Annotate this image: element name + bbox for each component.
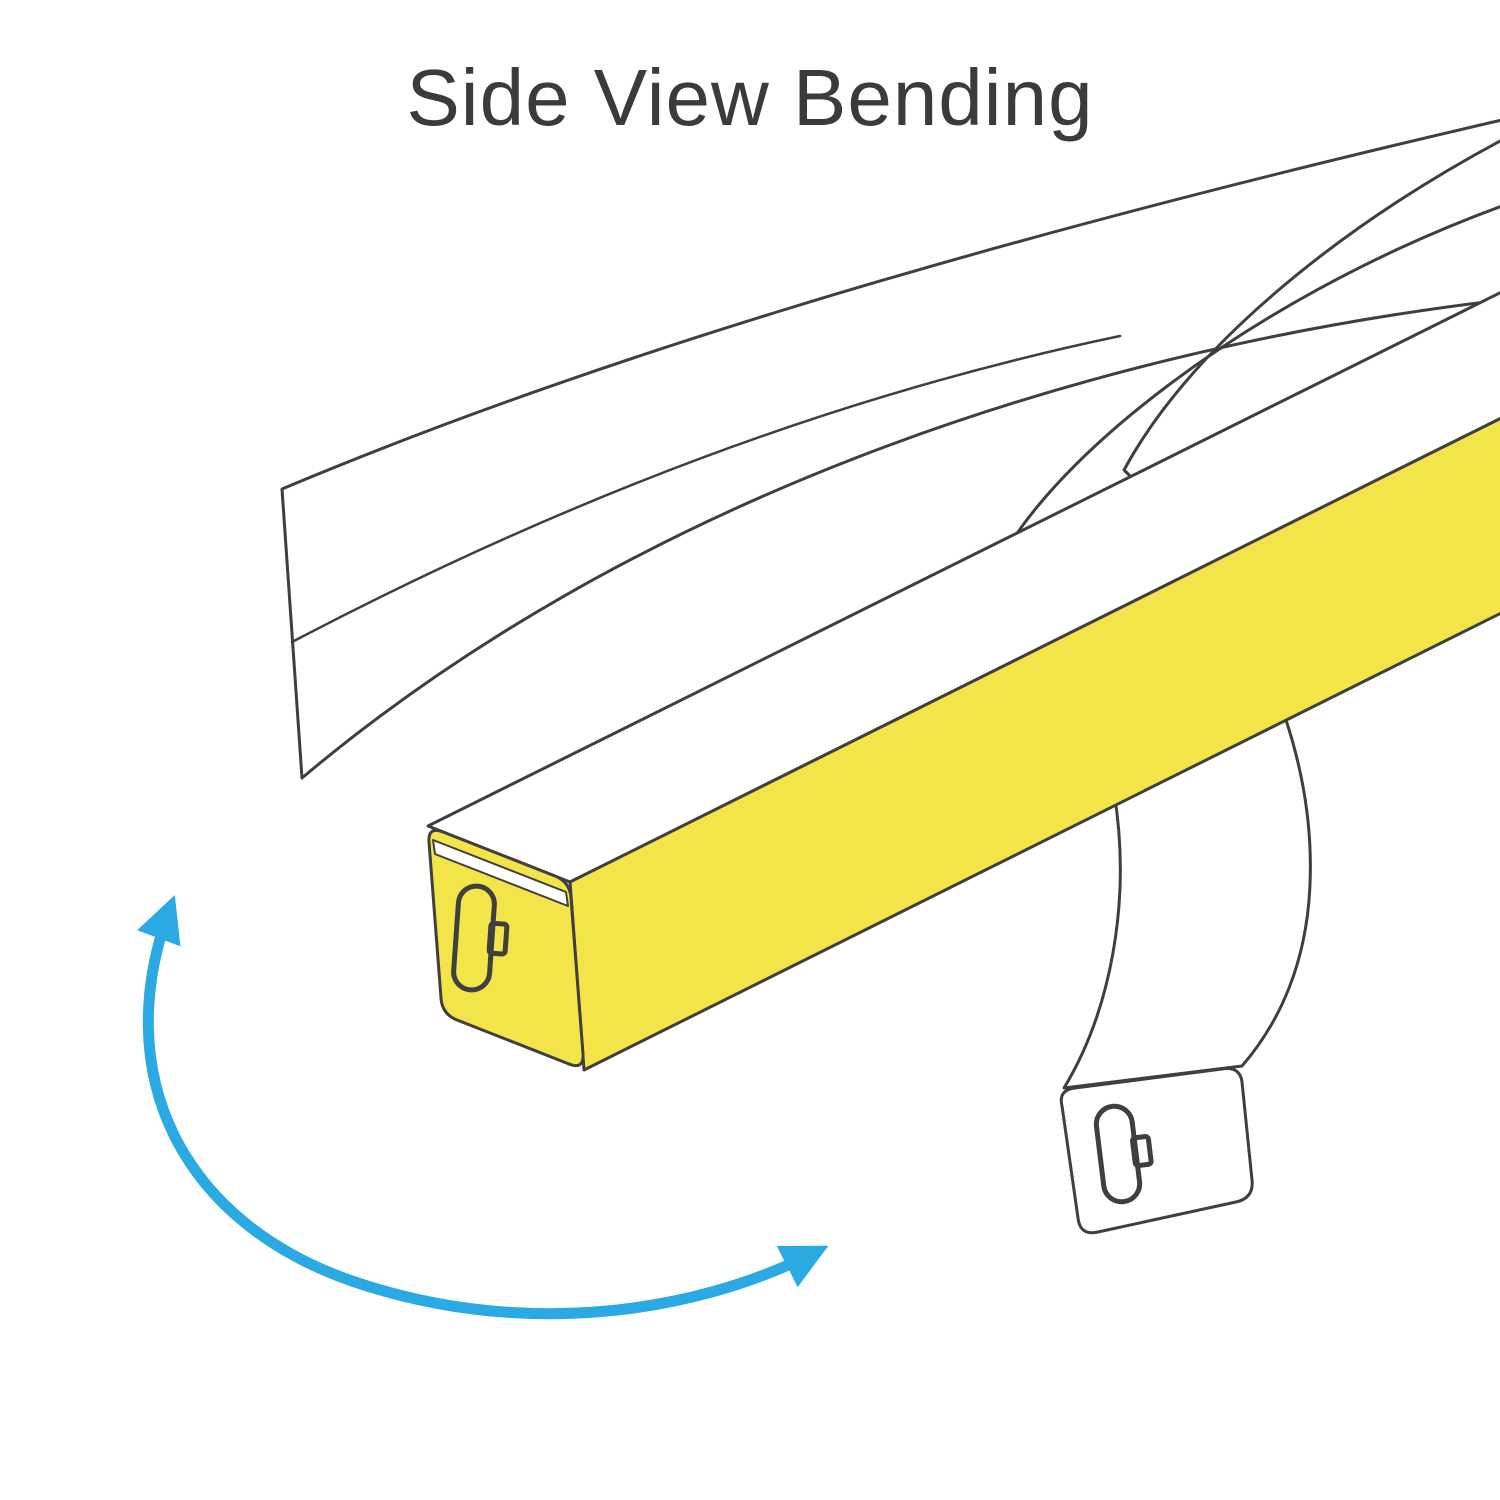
flat-strip-body — [280, 118, 1500, 780]
curved-strip-end-cap — [1059, 1067, 1254, 1235]
curved-cap-connector — [1093, 1103, 1154, 1205]
bend-direction-arrow — [137, 895, 829, 1320]
curved-strip-body — [992, 139, 1500, 1090]
flat-strip-crease — [290, 334, 1122, 644]
flat-bent-strip — [280, 118, 1500, 780]
curved-cap-slot-tab — [1130, 1134, 1154, 1169]
diagram-title: Side View Bending — [406, 53, 1094, 142]
downward-bent-strip — [992, 139, 1500, 1235]
